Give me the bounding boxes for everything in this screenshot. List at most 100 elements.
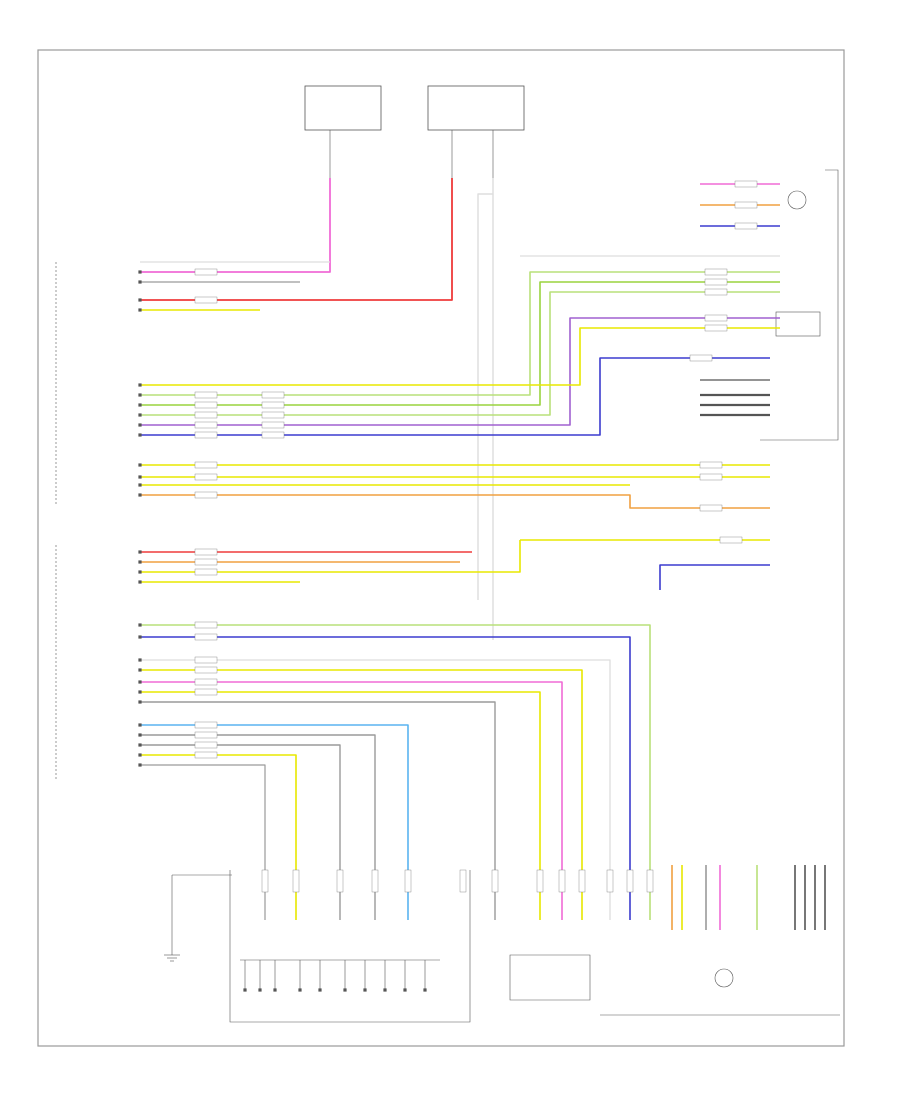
right-panel-switch: [775, 311, 821, 337]
right-panel-motor: [787, 190, 807, 210]
wire-pink-low: [140, 681, 563, 920]
pin-layer: [138, 270, 427, 992]
switch-contact-4: [318, 988, 322, 992]
switch-contact-9: [423, 988, 427, 992]
module-pin-3: [138, 308, 142, 312]
wire-blue-lower: [140, 724, 409, 920]
wire-tag-6: [194, 431, 218, 439]
wire-tag-16: [194, 666, 218, 674]
vertical-wire-tag-0: [261, 869, 269, 893]
wire-tag-28: [734, 180, 758, 188]
vertical-wire-tag-11: [626, 869, 634, 893]
wire-gray-lower-2: [140, 744, 341, 920]
module-pin-4: [138, 383, 142, 387]
module-pin-16: [138, 570, 142, 574]
module-pin-12: [138, 483, 142, 487]
fuse-box-right-body: [427, 85, 525, 131]
vertical-wire-tag-5: [459, 869, 467, 893]
vertical-wire-tag-9: [578, 869, 586, 893]
wire-tag-1: [194, 296, 218, 304]
wire-tag-20: [194, 731, 218, 739]
wire-tag-34: [704, 314, 728, 322]
module-pin-11: [138, 475, 142, 479]
wire-tag-29: [734, 201, 758, 209]
wire-tag-0: [194, 268, 218, 276]
switch-contact-0: [243, 988, 247, 992]
diagram-frame: [37, 49, 845, 1047]
wire-tag-4: [194, 411, 218, 419]
wire-tag-15: [194, 656, 218, 664]
wire-violet: [140, 317, 780, 426]
wire-tag-9: [194, 491, 218, 499]
wire-white-feed: [477, 178, 494, 600]
wire-tag-26: [261, 421, 285, 429]
wire-tag-17: [194, 678, 218, 686]
wire-yellow-low-4: [140, 691, 541, 920]
module-pin-19: [138, 635, 142, 639]
wire-tag-27: [261, 431, 285, 439]
wire-tag-8: [194, 473, 218, 481]
module-pin-28: [138, 753, 142, 757]
wire-tag-37: [699, 461, 723, 469]
fuse-box-right: [427, 85, 525, 178]
wire-green-1: [140, 271, 780, 396]
switch-contact-2: [273, 988, 277, 992]
wire-tag-3: [194, 401, 218, 409]
fuse-box-left: [304, 85, 382, 178]
wire-tag-21: [194, 741, 218, 749]
bottom-right-motor: [714, 968, 734, 988]
vertical-wire-tag-8: [558, 869, 566, 893]
switch-contact-3: [298, 988, 302, 992]
vertical-wire-tag-12: [646, 869, 654, 893]
wire-pink-feed: [140, 178, 331, 273]
module-pin-7: [138, 413, 142, 417]
module-pin-10: [138, 463, 142, 467]
wire-blue-mid: [659, 564, 770, 590]
module-pin-24: [138, 700, 142, 704]
wire-tag-18: [194, 688, 218, 696]
wire-yellow-up: [140, 327, 780, 386]
wire-tag-23: [261, 391, 285, 399]
wire-tag-14: [194, 633, 218, 641]
module-pin-8: [138, 423, 142, 427]
module-pin-21: [138, 668, 142, 672]
wire-tag-10: [194, 548, 218, 556]
switch-contact-5: [343, 988, 347, 992]
wire-tag-22: [194, 751, 218, 759]
wire-blue-1: [140, 357, 770, 436]
module-pin-20: [138, 658, 142, 662]
wire-gray-lower-1: [140, 734, 376, 920]
module-pin-13: [138, 493, 142, 497]
wire-tag-7: [194, 461, 218, 469]
wire-gray-lower-3: [140, 764, 266, 920]
switch-contact-8: [403, 988, 407, 992]
vertical-wire-tag-1: [292, 869, 300, 893]
right-panel-bracket: [760, 169, 839, 441]
module-pin-27: [138, 743, 142, 747]
wire-yellow-lower-1: [140, 754, 297, 920]
tag-layer: [194, 180, 758, 893]
wire-tag-36: [689, 354, 713, 362]
vertical-wire-tag-6: [491, 869, 499, 893]
module-pin-18: [138, 623, 142, 627]
wire-blue-low: [140, 636, 631, 920]
wire-tag-25: [261, 411, 285, 419]
module-pin-15: [138, 560, 142, 564]
module-pin-17: [138, 580, 142, 584]
wire-layer: [140, 178, 826, 990]
module-pin-22: [138, 680, 142, 684]
wire-tag-30: [734, 222, 758, 230]
switch-contact-1: [258, 988, 262, 992]
wire-tag-11: [194, 558, 218, 566]
wire-orange-mid: [140, 494, 770, 509]
wire-tag-38: [699, 473, 723, 481]
wire-green-3: [140, 291, 780, 416]
wire-green-low: [140, 624, 651, 920]
wire-red-feed: [140, 178, 453, 301]
fuse-box-left-body: [304, 85, 382, 131]
vertical-wire-tag-10: [606, 869, 614, 893]
wire-tag-2: [194, 391, 218, 399]
bottom-switch-frame: [229, 870, 471, 1023]
wire-yellow-low-3: [140, 669, 583, 920]
